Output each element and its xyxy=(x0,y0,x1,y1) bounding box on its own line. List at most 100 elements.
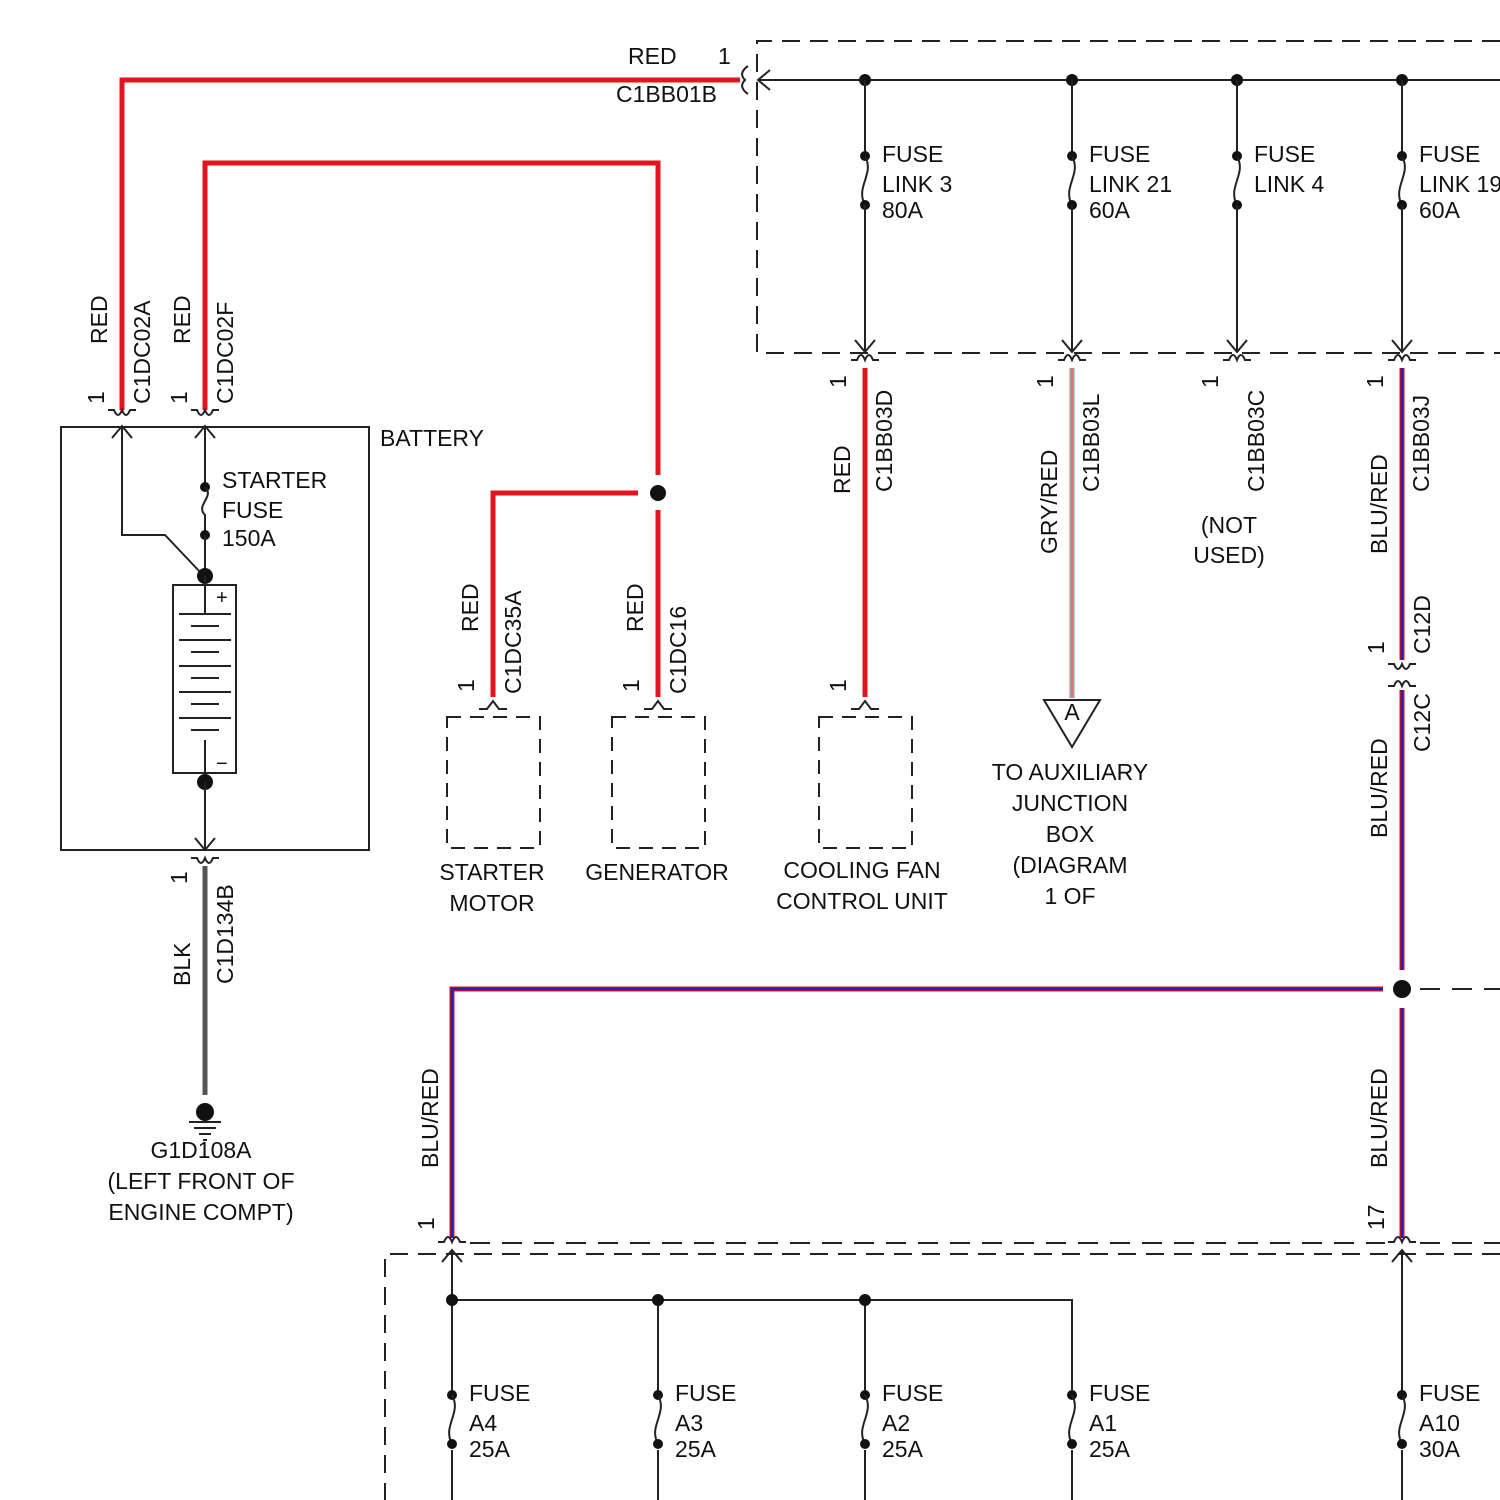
fuse-label-3: 25A xyxy=(1089,1436,1131,1462)
inline-color: BLU/RED xyxy=(1366,738,1392,838)
fuse-link-output-color: RED xyxy=(829,445,855,494)
lower-right-pin: 17 xyxy=(1363,1204,1389,1230)
generator-pin: 1 xyxy=(618,679,644,692)
fuse-link-symbol xyxy=(862,156,868,205)
fuse-link-label-1: FUSE xyxy=(882,141,943,167)
battery-left-connector: C1DC02A xyxy=(129,300,155,404)
fuse-link-label-3: 60A xyxy=(1089,197,1131,223)
fuse-link-output-connector-id: C1BB03L xyxy=(1078,393,1104,492)
battery-right-pin: 1 xyxy=(166,391,192,404)
fuse-link-output-connector-id: C1BB03C xyxy=(1243,390,1269,492)
ground-label-3: ENGINE COMPT) xyxy=(108,1199,293,1225)
fuse-link-symbol xyxy=(1069,156,1075,205)
battery-right-color: RED xyxy=(169,295,195,344)
lower-left-color: BLU/RED xyxy=(417,1068,443,1168)
fuse-link-output-connector xyxy=(1058,355,1086,360)
fuse-link-output-color: BLU/RED xyxy=(1366,454,1392,554)
battery-title: BATTERY xyxy=(380,425,484,451)
top-wire-pin: 1 xyxy=(718,43,731,69)
inline-pin: 1 xyxy=(1363,641,1389,654)
fuse-link-output-connector xyxy=(1388,355,1416,360)
aux-label-1: TO AUXILIARY xyxy=(992,759,1148,785)
starter-motor-label-1: STARTER xyxy=(439,859,544,885)
wires xyxy=(122,80,1402,1238)
fuse-link-output-color: GRY/RED xyxy=(1036,450,1062,554)
fuse-link-label-2: LINK 19 xyxy=(1419,171,1500,197)
cooling-fan-label-1: COOLING FAN xyxy=(783,857,940,883)
battery-minus: − xyxy=(216,753,228,775)
ground-conn-color: BLK xyxy=(169,942,195,986)
fuse-link-label-2: LINK 3 xyxy=(882,171,952,197)
connector-c1dc02f xyxy=(191,410,219,415)
fuse-link-label-3: 80A xyxy=(882,197,924,223)
junction-blu-red xyxy=(1393,980,1411,998)
fuse-label-1: FUSE xyxy=(882,1380,943,1406)
fuse-link-label-1: FUSE xyxy=(1089,141,1150,167)
fuse-link-output-connector xyxy=(1223,355,1251,360)
fuse-label-1: FUSE xyxy=(1089,1380,1150,1406)
generator-connector: C1DC16 xyxy=(665,606,691,694)
cooling-fan-label-2: CONTROL UNIT xyxy=(776,888,948,914)
battery-left-color: RED xyxy=(86,295,112,344)
ground-label-1: G1D108A xyxy=(150,1137,252,1163)
ground-label-2: (LEFT FRONT OF xyxy=(108,1168,295,1194)
fuse-label-2: A4 xyxy=(469,1410,497,1436)
fuse-link-label-1: FUSE xyxy=(1419,141,1480,167)
wire-blu-red xyxy=(452,368,1402,1238)
fuse-label-1: FUSE xyxy=(675,1380,736,1406)
connector-c1dc02a xyxy=(108,410,136,415)
starter-motor-connector: C1DC35A xyxy=(500,590,526,694)
fuse-label-1: FUSE xyxy=(1419,1380,1480,1406)
fuse-link-label-2: LINK 21 xyxy=(1089,171,1172,197)
fuse-link-output-connector-id: C1BB03J xyxy=(1408,395,1434,492)
starter-fuse-symbol xyxy=(202,487,208,535)
generator-label: GENERATOR xyxy=(585,859,729,885)
starter-fuse-line2: FUSE xyxy=(222,497,283,523)
fuse-label-3: 25A xyxy=(675,1436,717,1462)
starter-fuse-line1: STARTER xyxy=(222,467,327,493)
fuse-link-output-pin: 1 xyxy=(1197,375,1223,388)
lower-left-pin: 1 xyxy=(413,1217,439,1230)
aux-label-3: BOX xyxy=(1046,821,1095,847)
fuse-block-lower: 1 BLU/RED 17 BLU/RED FUSEA425AFUSEA325AF… xyxy=(385,1068,1500,1500)
fuse-label-3: 30A xyxy=(1419,1436,1461,1462)
fuse-link-output-pin: 1 xyxy=(1032,375,1058,388)
fuse-label-3: 25A xyxy=(882,1436,924,1462)
fuse-link-label-2: LINK 4 xyxy=(1254,171,1325,197)
cooling-fan-pin: 1 xyxy=(825,679,851,692)
fuse-label-2: A3 xyxy=(675,1410,703,1436)
battery-left-pin: 1 xyxy=(83,391,109,404)
ground-symbol xyxy=(189,1103,221,1140)
aux-symbol: A xyxy=(1064,699,1080,725)
fuse-link-output-connector-id: C1BB03D xyxy=(871,390,897,492)
fuse-link-note-2: USED) xyxy=(1193,542,1265,568)
fuse-link-label-1: FUSE xyxy=(1254,141,1315,167)
fuse-label-2: A1 xyxy=(1089,1410,1117,1436)
fuse-link-output-pin: 1 xyxy=(1362,375,1388,388)
inline-connector-c12: 1 C12D C12C BLU/RED xyxy=(1363,595,1435,838)
fuse-label-2: A10 xyxy=(1419,1410,1460,1436)
fuse-label-1: FUSE xyxy=(469,1380,530,1406)
generator-color: RED xyxy=(622,583,648,632)
fuse-label-3: 25A xyxy=(469,1436,511,1462)
starter-motor-label-2: MOTOR xyxy=(449,890,534,916)
starter-fuse-line3: 150A xyxy=(222,525,276,551)
lower-right-color: BLU/RED xyxy=(1366,1068,1392,1168)
inline-lower: C12C xyxy=(1409,693,1435,752)
inline-upper: C12D xyxy=(1409,595,1435,654)
ground-conn-connector: C1D134B xyxy=(212,884,238,984)
aux-label-5: 1 OF xyxy=(1044,883,1095,909)
top-wire-connector: C1BB01B xyxy=(616,81,717,107)
fuse-link-symbol xyxy=(1234,156,1240,205)
component-cooling-fan-control-unit: 1 COOLING FAN CONTROL UNIT xyxy=(776,679,948,914)
starter-motor-pin: 1 xyxy=(453,679,479,692)
fuse-link-output-connector xyxy=(851,355,879,360)
